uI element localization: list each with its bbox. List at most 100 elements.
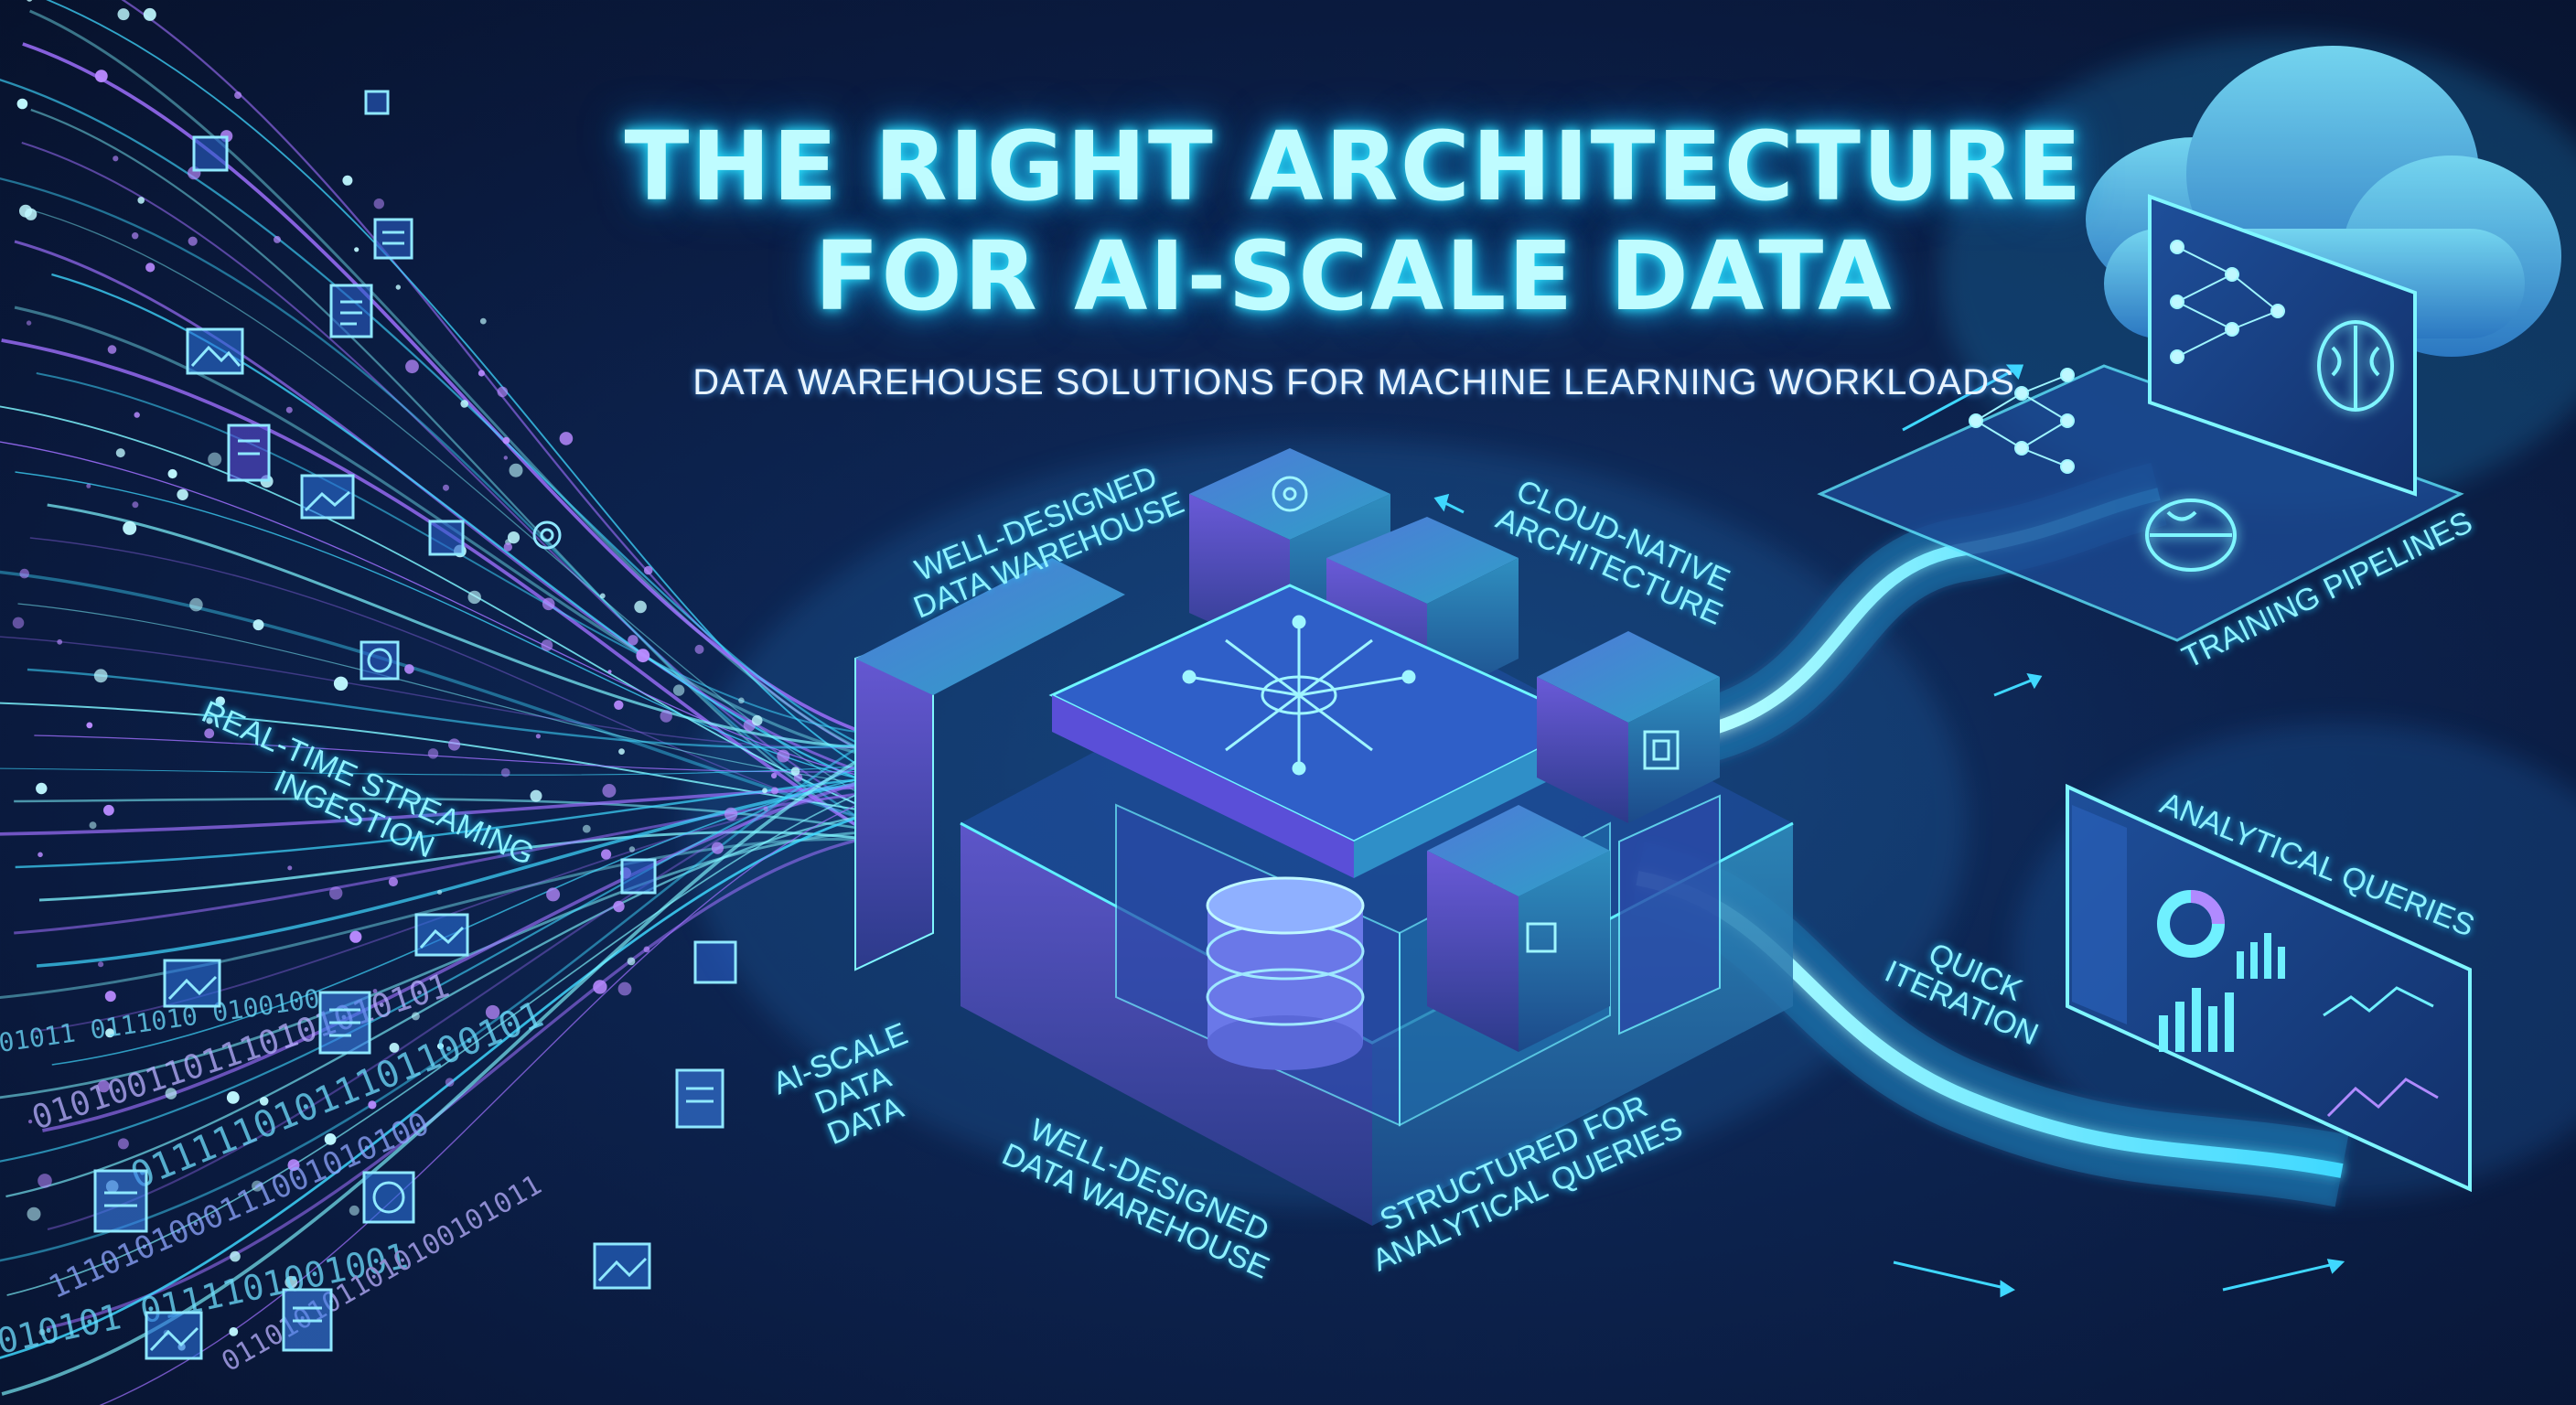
stream-particle — [123, 520, 137, 535]
stream-particle — [763, 806, 768, 811]
title-line-2: FOR AI-SCALE DATA — [814, 220, 1894, 332]
stream-particle — [771, 787, 778, 795]
subtitle: DATA WAREHOUSE SOLUTIONS FOR MACHINE LEA… — [692, 362, 2015, 402]
stream-particle — [437, 1043, 444, 1050]
data-warehouse — [854, 448, 1794, 1226]
stream-particle — [252, 1180, 263, 1192]
stream-particle — [738, 697, 745, 704]
stream-line — [0, 177, 879, 831]
stream-particle — [204, 728, 215, 739]
brain-icon — [2145, 499, 2237, 572]
stream-particle — [86, 483, 91, 488]
line-chart-icon — [2323, 986, 2439, 1118]
stream-particle — [388, 876, 398, 887]
stream-particle — [27, 1120, 33, 1124]
stream-line — [29, 537, 879, 824]
stream-particle — [252, 619, 264, 631]
stream-particle — [215, 696, 225, 706]
stream-particle — [134, 412, 140, 418]
stream-line — [0, 785, 879, 836]
stream-particle — [627, 957, 636, 966]
stream-line — [42, 776, 879, 1132]
document-icon — [675, 1068, 724, 1129]
stream-line — [29, 9, 879, 759]
stream-particle — [349, 930, 362, 943]
donut-chart-icon — [2157, 890, 2225, 958]
stream-line — [121, 0, 879, 760]
stream-line — [0, 79, 879, 754]
stream-particle — [541, 639, 553, 651]
stream-particle — [771, 772, 778, 779]
stream-particle — [354, 247, 360, 252]
stream-line — [0, 758, 879, 1163]
stream-particle — [208, 452, 222, 467]
stream-line — [38, 831, 879, 902]
stream-particle — [607, 670, 612, 674]
stream-particle — [593, 980, 607, 994]
stream-particle — [105, 1028, 115, 1038]
stream-particle — [530, 789, 542, 802]
stream-particle — [479, 317, 487, 325]
stream-particle — [143, 7, 156, 21]
stream-particle — [38, 1174, 52, 1188]
stream-line — [45, 0, 879, 778]
stream-particle — [445, 1078, 455, 1087]
stream-line — [99, 795, 879, 1405]
training-pipelines-platform — [1817, 46, 2561, 642]
stream-particle — [97, 1079, 111, 1093]
stream-line — [21, 141, 879, 818]
stream-line — [31, 788, 879, 1033]
document-icon — [693, 940, 737, 984]
stream-particle — [617, 981, 632, 996]
target-icon — [532, 520, 562, 550]
stream-particle — [226, 1091, 240, 1104]
stream-particle — [497, 386, 509, 398]
stream-particle — [711, 842, 724, 854]
stream-particle — [36, 782, 48, 795]
stream-particle — [694, 644, 704, 654]
stream-particle — [274, 235, 281, 243]
stream-particle — [373, 198, 384, 209]
stream-line — [0, 441, 879, 781]
grid-icon — [364, 90, 390, 115]
globe-icon — [362, 1171, 415, 1224]
stream-line — [46, 833, 879, 1330]
stream-particle — [634, 600, 647, 614]
stream-line — [14, 791, 879, 935]
stream-particle — [103, 804, 114, 816]
stream-particle — [724, 807, 738, 821]
stream-particle — [535, 734, 542, 739]
stream-line — [0, 702, 879, 814]
stream-particle — [349, 1205, 360, 1216]
stream-particle — [342, 175, 353, 186]
stream-particle — [437, 889, 443, 896]
title-line-1: THE RIGHT ARCHITECTURE — [624, 111, 2084, 222]
document-icon — [329, 284, 373, 338]
brain-icon — [2317, 320, 2394, 412]
chip-icon — [1643, 730, 1680, 770]
stream-line — [17, 603, 879, 787]
stream-particle — [614, 700, 624, 710]
stream-particle — [478, 370, 486, 377]
stream-particle — [448, 738, 461, 751]
storage-module — [1427, 805, 1610, 1052]
database-icon — [1206, 876, 1365, 1070]
stream-particle — [643, 565, 653, 575]
document-icon — [282, 1288, 333, 1352]
stream-particle — [502, 436, 510, 445]
stream-particle — [411, 1012, 420, 1021]
stream-particle — [404, 664, 414, 674]
stream-particle — [177, 488, 188, 500]
stream-particle — [145, 263, 156, 273]
stream-particle — [368, 1100, 377, 1110]
stream-particle — [26, 320, 32, 326]
stream-particle — [107, 345, 117, 354]
stream-particle — [285, 406, 293, 413]
stream-line — [0, 764, 879, 776]
stream-particle — [115, 448, 125, 458]
stream-particle — [113, 156, 119, 162]
stream-particle — [132, 501, 139, 509]
stream-line — [6, 785, 879, 1296]
stream-particle — [628, 635, 639, 646]
binary-streams: 01011 0111010 0100100 010100110111010101… — [0, 967, 549, 1378]
